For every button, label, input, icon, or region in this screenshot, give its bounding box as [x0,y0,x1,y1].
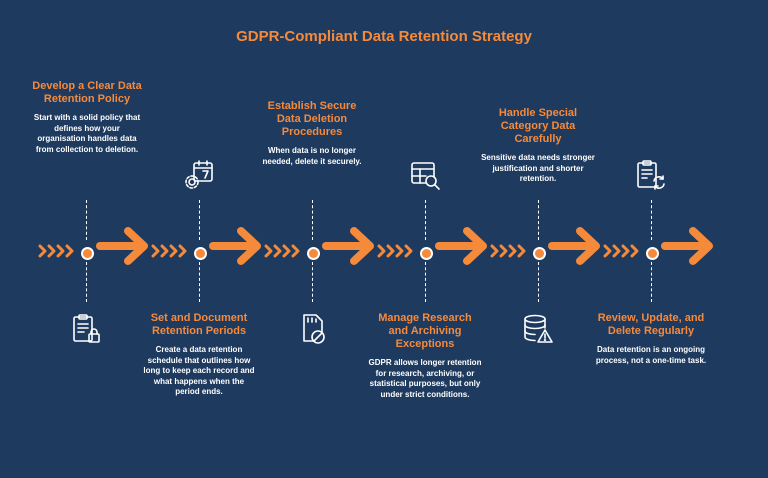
step-1-connector-bottom [86,262,87,302]
chevrons-4 [377,242,419,260]
arrow-1 [96,225,152,267]
step-4-node [420,247,433,260]
chevrons-5 [490,242,532,260]
step-5-connector-bottom [538,262,539,302]
database-warning-icon [521,312,555,346]
step-1-node [81,247,94,260]
step-2-heading: Set and Document Retention Periods [150,312,248,337]
step-6-heading: Review, Update, and Delete Regularly [597,312,705,337]
step-4-connector [425,262,426,302]
arrow-2 [209,225,265,267]
arrow-3 [322,225,378,267]
step-6-text: Review, Update, and Delete Regularly Dat… [594,312,708,366]
step-1-heading: Develop a Clear Data Retention Policy [32,80,142,105]
page-title: GDPR-Compliant Data Retention Strategy [236,28,532,45]
arrow-5 [548,225,604,267]
step-5-description: Sensitive data needs stronger justificat… [481,153,595,183]
step-1-description: Start with a solid policy that defines h… [33,113,141,154]
step-2-connector [199,262,200,302]
step-6-node [646,247,659,260]
step-3-connector [312,200,313,240]
step-4-heading: Manage Research and Archiving Exceptions [378,312,472,350]
step-3-connector-bottom [312,262,313,302]
step-3-description: When data is no longer needed, delete it… [262,146,362,166]
step-5-text: Handle Special Category Data Carefully S… [481,107,595,185]
step-5-node [533,247,546,260]
step-2-description: Create a data retention schedule that ou… [143,345,255,396]
step-6-connector [651,262,652,302]
step-6-connector-top [651,200,652,240]
step-4-connector-top [425,200,426,240]
step-3-heading: Establish Secure Data Deletion Procedure… [267,100,357,138]
step-3-text: Establish Secure Data Deletion Procedure… [255,100,369,167]
step-2-node [194,247,207,260]
clipboard-refresh-icon [634,158,668,192]
arrow-6 [661,225,717,267]
step-4-description: GDPR allows longer retention for researc… [368,358,482,399]
step-6-description: Data retention is an ongoing process, no… [595,345,707,365]
step-2-connector-top [199,200,200,240]
step-5-connector [538,200,539,240]
step-4-text: Manage Research and Archiving Exceptions… [368,312,482,400]
calendar-gear-icon [182,158,216,192]
chevrons-3 [264,242,306,260]
step-1-text: Develop a Clear Data Retention Policy St… [30,80,144,155]
clipboard-lock-icon [69,312,103,346]
step-1-connector [86,200,87,240]
chevrons-2 [151,242,193,260]
step-3-node [307,247,320,260]
step-2-text: Set and Document Retention Periods Creat… [142,312,256,398]
arrow-4 [435,225,491,267]
table-search-icon [408,158,442,192]
sd-card-blocked-icon [295,312,329,346]
chevrons-1 [38,242,80,260]
step-5-heading: Handle Special Category Data Carefully [498,107,578,145]
chevrons-6 [603,242,645,260]
